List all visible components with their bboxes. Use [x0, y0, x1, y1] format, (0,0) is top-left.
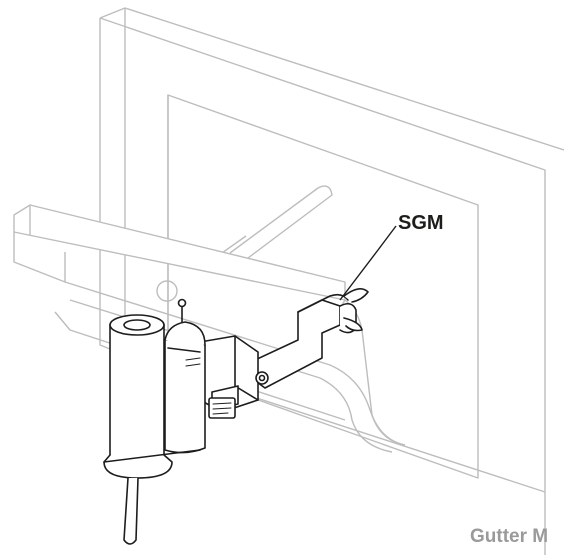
figure-caption: Gutter M	[470, 526, 549, 547]
sensor-device	[103, 288, 369, 545]
sgm-callout-label: SGM	[398, 212, 444, 234]
callout-leader-line	[339, 225, 397, 301]
